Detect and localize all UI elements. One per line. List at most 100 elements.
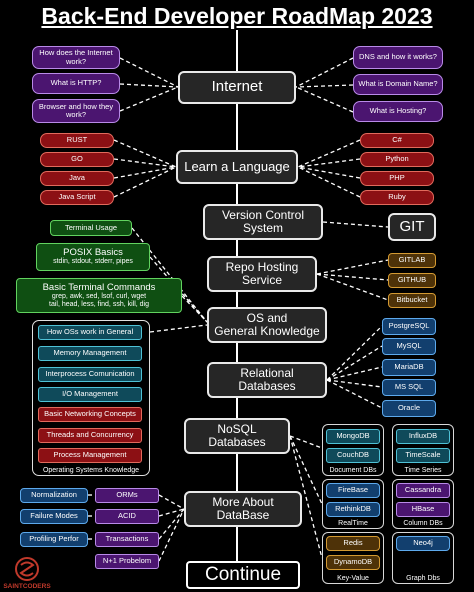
connector-line [119,86,179,112]
continue-button[interactable]: Continue [186,561,300,589]
nosql-hbase[interactable]: HBase [396,502,450,517]
language-go[interactable]: GO [40,152,114,167]
language-label: C# [392,135,402,145]
nosql-dynamodb[interactable]: DynamoDB [326,555,380,570]
node-internet[interactable]: Internet [178,71,296,104]
repo-gitlab[interactable]: GITLAB [388,253,436,268]
connector-line [113,158,177,168]
db-topic-label: N+1 Probelom [102,556,152,566]
db-topic-label: Failure Modes [30,511,78,521]
internet-topic-browser[interactable]: Browser and how they work? [32,99,120,123]
os-item-label: Process Management [53,450,127,460]
internet-topic-http[interactable]: What is HTTP? [32,73,120,94]
nosql-firebase[interactable]: FireBase [326,483,380,498]
node-os-line2: General Knowledge [214,324,320,338]
nosql-label: RethinkDB [335,504,371,514]
nosql-group-column: Column DBs [392,479,454,529]
node-vcs-line2: System [242,221,283,235]
os-item-threads[interactable]: Threads and Concurrency [38,428,142,443]
language-javascript[interactable]: Java Script [40,190,114,205]
language-java[interactable]: Java [40,171,114,186]
os-item-label: Interprocess Comunication [45,369,135,379]
rdb-mssql[interactable]: MS SQL [382,379,436,396]
basic-commands-title: Basic Terminal Commands [42,281,156,293]
nosql-redis[interactable]: Redis [326,536,380,551]
nosql-cassandra[interactable]: Cassandra [396,483,450,498]
connector-line [289,435,323,559]
os-item-ipc[interactable]: Interprocess Comunication [38,367,142,382]
connector-line [289,435,323,505]
terminal-usage-label: Terminal Usage [64,222,118,232]
db-failure-modes[interactable]: Failure Modes [20,509,88,524]
posix-basics[interactable]: POSIX Basics stdin, stdout, stderr, pipe… [36,243,150,271]
db-profiling[interactable]: Profiling Perfor [20,532,88,547]
rdb-label: MariaDB [394,362,424,372]
connector-line [326,379,383,409]
connector-line [119,83,179,88]
db-topic-label: Normalization [31,490,77,500]
db-topic-label: ACID [118,511,136,521]
internet-topic-domain[interactable]: What is Domain Name? [353,74,443,95]
internet-topic-internet-work[interactable]: How does the Internet work? [32,46,120,69]
internet-topic-label: DNS and how it works? [359,52,437,62]
connector-line [297,166,361,198]
connector-line [131,227,208,323]
nosql-influxdb[interactable]: InfluxDB [396,429,450,444]
nosql-couchdb[interactable]: CouchDB [326,448,380,463]
node-version-control[interactable]: Version Control System [203,204,323,240]
repo-github[interactable]: GITHUB [388,273,436,288]
repo-host-label: GITLAB [398,255,426,265]
language-python[interactable]: Python [360,152,434,167]
language-rust[interactable]: RUST [40,133,114,148]
basic-terminal-commands[interactable]: Basic Terminal Commands grep, awk, sed, … [16,278,182,313]
internet-topic-dns[interactable]: DNS and how it works? [353,46,443,69]
db-transactions[interactable]: Transactions [95,532,159,547]
nosql-label: Redis [343,538,363,548]
internet-topic-hosting[interactable]: What is Hosting? [353,101,443,122]
rdb-postgresql[interactable]: PostgreSQL [382,318,436,335]
os-item-networking[interactable]: Basic Networking Concepts [38,407,142,422]
rdb-mysql[interactable]: MySQL [382,338,436,355]
node-git[interactable]: GIT [388,213,436,241]
group-label: Document DBs [329,467,377,474]
node-os-general[interactable]: OS and General Knowledge [207,307,327,343]
os-item-process[interactable]: Process Management [38,448,142,463]
os-panel-label: Operating Systems Knowledge [42,467,140,474]
rdb-mariadb[interactable]: MariaDB [382,359,436,376]
nosql-mongodb[interactable]: MongoDB [326,429,380,444]
node-internet-label: Internet [211,78,263,96]
page-title: Back-End Developer RoadMap 2023 [41,3,433,29]
node-relational-db[interactable]: Relational Databases [207,362,327,398]
db-normalization[interactable]: Normalization [20,488,88,503]
node-rdb-line2: Databases [238,379,296,393]
os-item-general[interactable]: How OSs work in General [38,325,142,340]
language-ruby[interactable]: Ruby [360,190,434,205]
language-php[interactable]: PHP [360,171,434,186]
connector-line [113,166,177,198]
node-more-database[interactable]: More About DataBase [184,491,302,527]
language-label: Python [385,154,409,164]
language-csharp[interactable]: C# [360,133,434,148]
connector-line [295,84,354,88]
node-git-label: GIT [399,217,425,235]
db-acid[interactable]: ACID [95,509,159,524]
nosql-neo4j[interactable]: Neo4j [396,536,450,551]
node-nosql-db[interactable]: NoSQL Databases [184,418,290,454]
nosql-rethinkdb[interactable]: RethinkDB [326,502,380,517]
terminal-usage[interactable]: Terminal Usage [50,220,132,236]
repo-bitbucket[interactable]: Bitbucket [388,293,436,308]
language-label: RUST [66,135,88,145]
nosql-timescale[interactable]: TimeScale [396,448,450,463]
os-item-label: Threads and Concurrency [46,430,134,440]
os-item-memory[interactable]: Memory Management [38,346,142,361]
internet-topic-label: What is HTTP? [50,78,102,88]
db-orms[interactable]: ORMs [95,488,159,503]
connector-line [289,435,323,449]
internet-topic-label: What is Domain Name? [358,79,438,89]
node-repo-hosting[interactable]: Repo Hosting Service [207,256,317,292]
db-n-plus-one[interactable]: N+1 Probelom [95,554,159,569]
os-item-io[interactable]: I/O Management [38,387,142,402]
node-learn-language[interactable]: Learn a Language [176,150,298,184]
rdb-oracle[interactable]: Oracle [382,400,436,417]
node-os-line1: OS and [246,310,288,325]
